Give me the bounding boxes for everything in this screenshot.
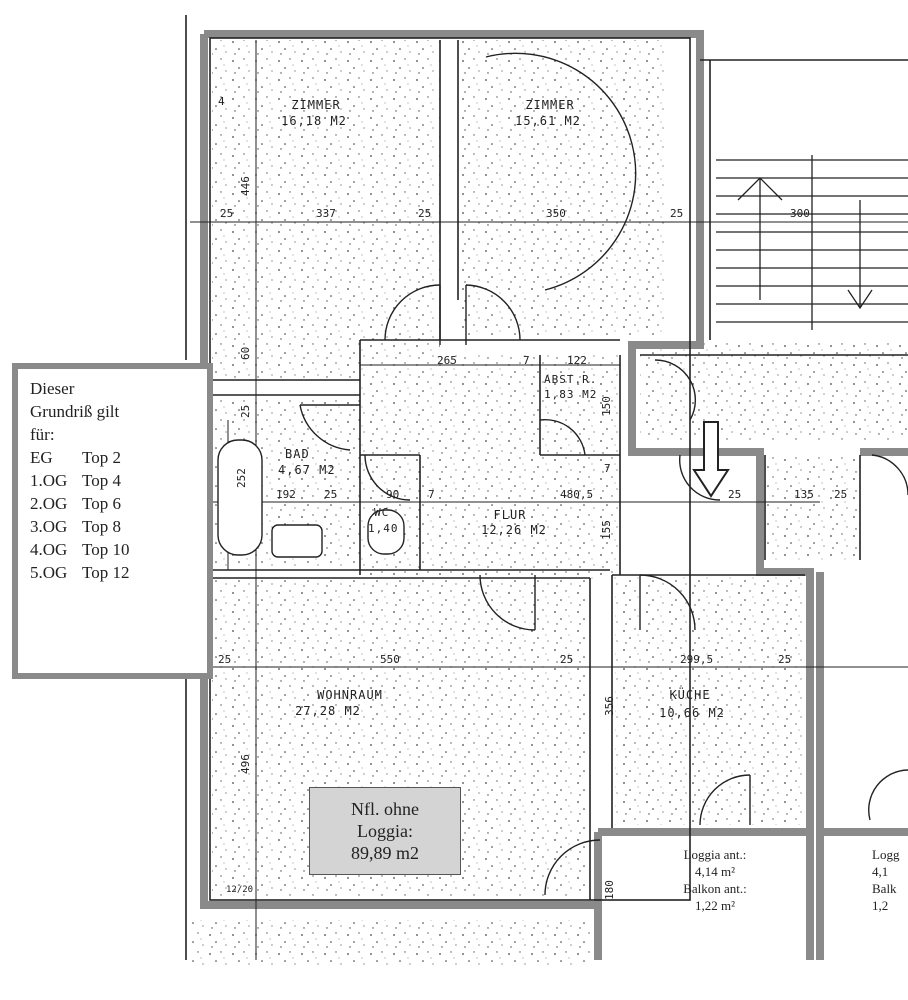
balkon-value: 1,22 m²	[694, 898, 735, 913]
dim-label: 350	[546, 207, 566, 220]
dim-label: 25	[324, 488, 338, 501]
room-name-wohnraum: WOHNRAUM	[317, 688, 383, 702]
room-name-flur: FLUR	[493, 508, 527, 522]
legend-title: für:	[30, 425, 55, 444]
room-area-wc: 1,40	[368, 522, 399, 535]
dim-label: 150	[600, 396, 613, 416]
dim-label: 356	[603, 696, 616, 716]
dim-label: 480,5	[560, 488, 594, 501]
dim-label: 122	[567, 354, 587, 367]
room-area-kueche: 10,66 M2	[659, 706, 725, 720]
room-area-zimmer-2: 15,61 M2	[515, 114, 581, 128]
dim-label: 25	[220, 207, 234, 220]
dim-label: 299,5	[680, 653, 714, 666]
dim-label: 90	[386, 488, 400, 501]
dim-label: 25	[418, 207, 432, 220]
dim-label: 265	[437, 354, 457, 367]
loggia-info: Loggia ant.: 4,14 m² Balkon ant.: 1,22 m…	[650, 846, 780, 914]
room-name-zimmer-2: ZIMMER	[525, 98, 575, 112]
room-name-abst: ABST.R.	[544, 373, 598, 386]
dim-label: 180	[603, 880, 616, 900]
room-name-zimmer-1: ZIMMER	[291, 98, 341, 112]
room-area-wohnraum: 27,28 M2	[295, 704, 361, 718]
entrance-arrow	[692, 421, 730, 498]
dim-label: 135	[794, 488, 814, 501]
dim-label: 337	[316, 207, 336, 220]
net-area-box: Nfl. ohne Loggia: 89,89 m2	[309, 787, 461, 875]
balkon-label: Balk	[872, 881, 897, 896]
bathroom-fixtures	[217, 439, 405, 558]
dim-label: 25	[239, 404, 252, 418]
interior-walls	[185, 15, 908, 960]
loggia-value: 4,1	[872, 864, 889, 879]
dim-label: 252	[235, 468, 248, 488]
net-area-line: Nfl. ohne	[351, 799, 419, 819]
dim-label: 25	[670, 207, 684, 220]
staircase	[716, 155, 908, 330]
loggia-label: Loggia ant.:	[683, 847, 747, 862]
dim-label: 25	[728, 488, 742, 501]
dim-label: 25	[218, 653, 232, 666]
dim-label: 12/20	[226, 885, 254, 895]
dim-label: 4	[218, 95, 225, 108]
dim-label: 60	[239, 346, 252, 360]
dim-label: 300	[790, 207, 810, 220]
dim-label: 550	[380, 653, 400, 666]
room-area-flur: 12,26 M2	[481, 523, 547, 537]
dim-label: 155	[600, 520, 613, 540]
loggia-value: 4,14 m²	[694, 864, 735, 879]
room-area-bad: 4,67 M2	[278, 463, 336, 477]
door-swings	[299, 52, 908, 896]
loggia-label: Logg	[872, 847, 900, 862]
room-area-abst: 1,83 M2	[544, 388, 598, 401]
dim-label: 192	[276, 488, 296, 501]
dim-label: 25	[778, 653, 792, 666]
loggia-info-partial: Logg 4,1 Balk 1,2	[872, 846, 908, 914]
net-area-line: Loggia:	[357, 821, 413, 841]
net-area-value: 89,89 m2	[350, 843, 419, 863]
legend-title: Grundriß gilt	[30, 402, 120, 421]
room-name-bad: BAD	[285, 447, 310, 461]
outer-walls	[200, 30, 908, 960]
room-name-kueche: KÜCHE	[669, 688, 711, 702]
balkon-label: Balkon ant.:	[683, 881, 747, 896]
balkon-value: 1,2	[872, 898, 889, 913]
dim-label: 7	[523, 354, 530, 367]
dim-label: 7	[428, 488, 435, 501]
dim-label: 446	[239, 176, 252, 196]
dim-label: 496	[239, 754, 252, 774]
legend-title: Dieser	[30, 379, 75, 398]
dim-label: 7	[604, 462, 611, 475]
dim-label: 25	[560, 653, 574, 666]
room-area-zimmer-1: 16,18 M2	[281, 114, 347, 128]
dim-label: 25	[834, 488, 848, 501]
room-name-wc: WC	[374, 506, 390, 519]
